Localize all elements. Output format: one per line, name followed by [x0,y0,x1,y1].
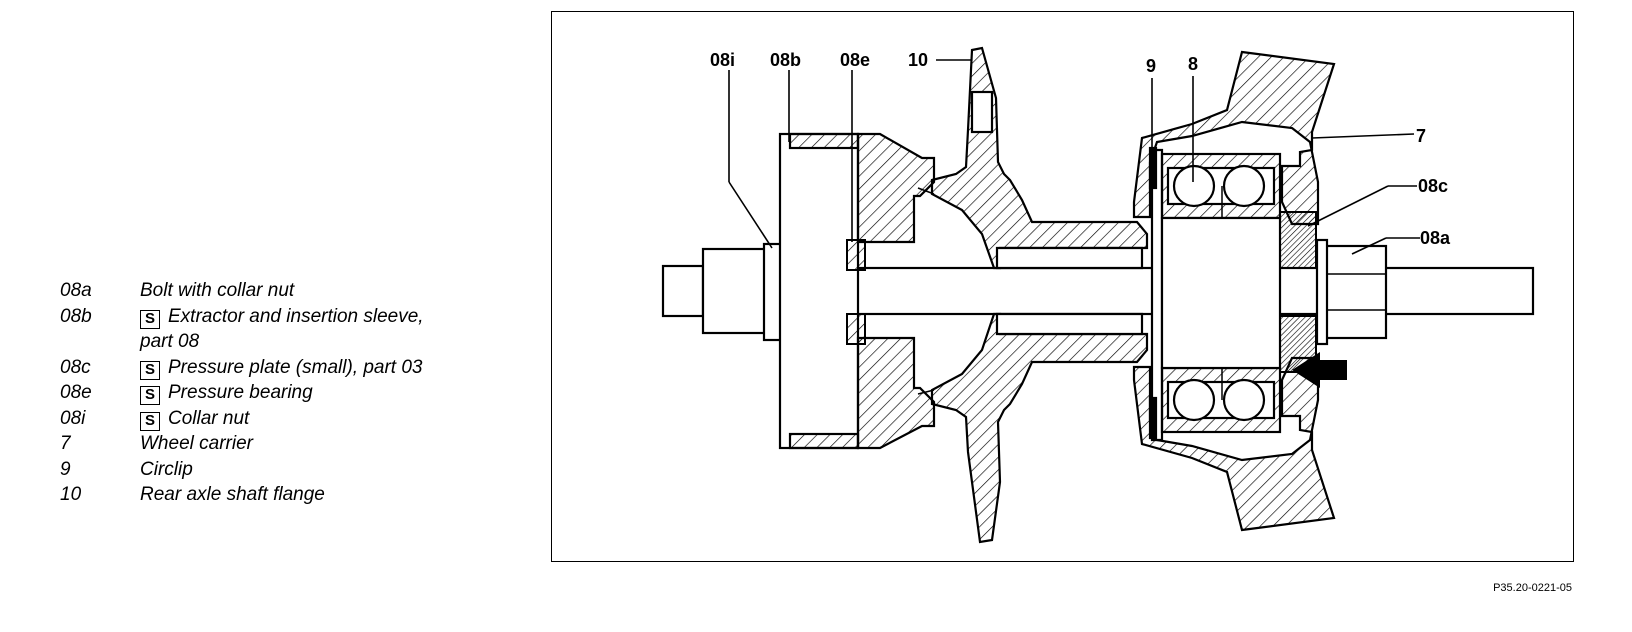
special-tool-icon: S [140,360,160,380]
legend-label: Circlip [140,458,193,480]
legend-item-10: 10 Rear axle shaft flange [60,482,530,508]
cross-section-diagram: 08i 08b 08e 10 9 8 7 08c 08a [661,46,1535,544]
wheel-carrier-7 [1132,50,1336,532]
pressure-bearing-08e [846,239,866,345]
press-arrow [1292,352,1347,388]
leader-lines [728,59,1420,255]
callout-08e: 08e [840,50,870,70]
callout-8: 8 [1188,54,1198,74]
legend-code: 08e [60,382,92,403]
legend-item-08e: 08e S Pressure bearing [60,380,530,406]
legend-item-08c: 08c S Pressure plate (small), part 03 [60,355,530,381]
circlip-9 [1148,146,1158,440]
special-tool-icon: S [140,411,160,431]
callout-10: 10 [908,50,928,70]
legend-label: Collar nut [168,407,250,429]
legend-code: 08c [60,356,91,378]
callout-08i: 08i [710,50,735,70]
wheel-bearing-8 [1160,152,1282,434]
legend-label: Rear axle shaft flange [140,484,325,505]
legend-item-08b: 08b S Extractor and insertion sleeve, par… [60,304,530,355]
callout-08a: 08a [1420,228,1451,248]
extractor-sleeve-08b [778,132,936,450]
callout-08b: 08b [770,50,801,70]
legend-item-08a: 08a Bolt with collar nut [60,278,530,304]
legend-code: 08a [60,280,92,301]
legend-label-continued: part 08 [140,331,200,352]
callout-7: 7 [1416,126,1426,146]
legend-code: 10 [60,484,82,505]
legend: 08a Bolt with collar nut 08b S Extractor … [60,278,530,508]
legend-code: 08b [60,305,92,327]
legend-item-7: 7 Wheel carrier [60,431,530,457]
legend-code: 7 [60,433,71,454]
figure-id: P35.20-0221-05 [1493,582,1572,594]
legend-code: 08i [60,407,86,429]
legend-label: Wheel carrier [140,433,253,454]
legend-code: 9 [60,458,71,480]
diagram-frame: 08i 08b 08e 10 9 8 7 08c 08a [551,11,1574,562]
legend-label: Pressure plate (small), part 03 [168,356,423,378]
legend-label: Pressure bearing [168,382,313,403]
legend-item-9: 9 Circlip [60,457,530,483]
legend-label: Bolt with collar nut [140,280,295,301]
special-tool-icon: S [140,386,160,405]
callout-9: 9 [1146,56,1156,76]
legend-label: Extractor and insertion sleeve, [168,305,424,327]
legend-item-08i: 08i S Collar nut [60,406,530,432]
callout-08c: 08c [1418,176,1448,196]
axle-shaft-flange-10 [917,46,1149,544]
special-tool-icon: S [140,309,160,329]
